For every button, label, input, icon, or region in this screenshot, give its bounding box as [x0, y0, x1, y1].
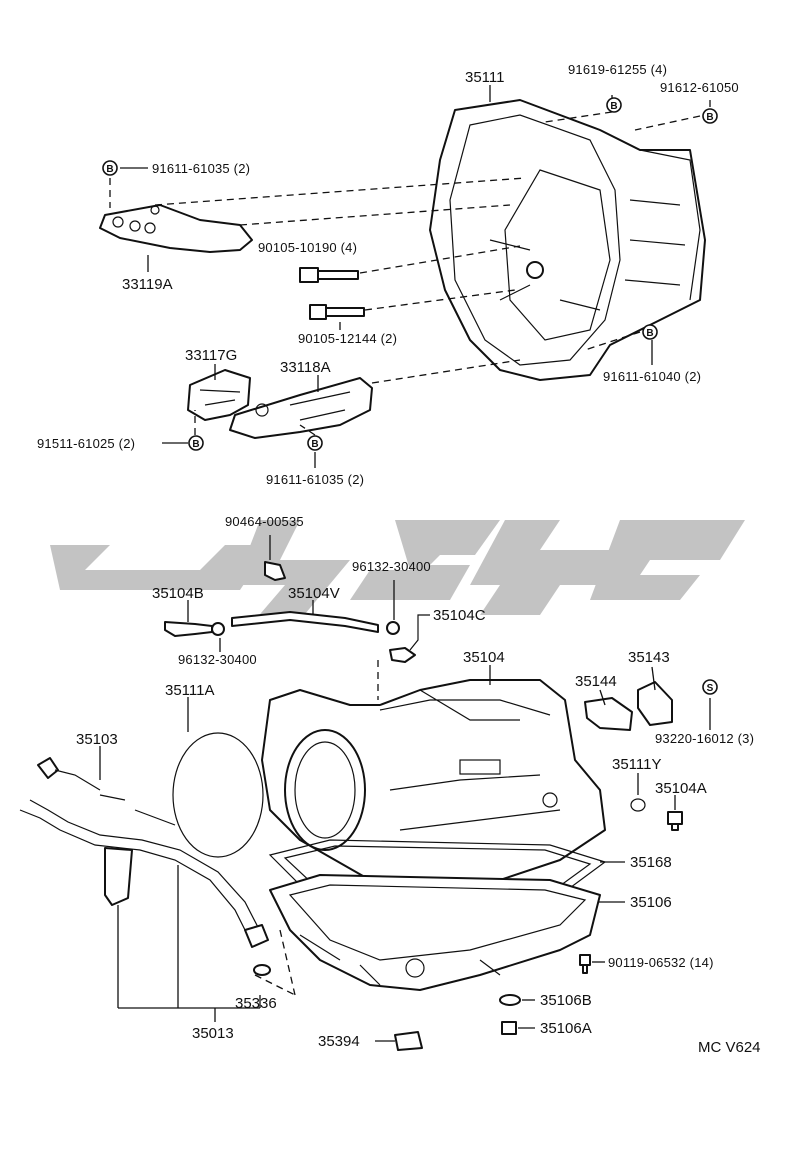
- bracket-35143: [637, 681, 673, 726]
- label-33119A: 33119A: [122, 276, 173, 293]
- magnet-35106B: [499, 994, 521, 1006]
- gasket-35111A: [172, 732, 264, 858]
- label-35104C: 35104C: [433, 607, 486, 624]
- svg-text:B: B: [646, 328, 653, 339]
- label-35104V: 35104V: [288, 585, 340, 602]
- filler-tube-35013: [19, 799, 271, 976]
- dipstick-35103: [37, 757, 176, 826]
- label-35104A: 35104A: [655, 780, 707, 797]
- label-90105-12144: 90105-12144 (2): [298, 331, 397, 346]
- oring-35111Y: [630, 798, 646, 812]
- label-91611-61035-c: 91611-61035 (2): [266, 472, 364, 487]
- label-93220-16012: 93220-16012 (3): [655, 731, 754, 746]
- bracket-33118A: [229, 377, 373, 439]
- label-91611-61040: 91611-61040 (2): [603, 369, 701, 384]
- label-91619-61255: 91619-61255 (4): [568, 62, 667, 77]
- svg-text:B: B: [192, 439, 199, 450]
- part-labels: 35111 91619-61255 (4) 91612-61050 91611-…: [37, 62, 761, 1056]
- label-90464-00535: 90464-00535: [225, 514, 304, 529]
- label-35394: 35394: [318, 1033, 360, 1050]
- label-91511-61025: 91511-61025 (2): [37, 436, 135, 451]
- svg-text:B: B: [610, 101, 617, 112]
- label-35104: 35104: [463, 649, 505, 666]
- label-35336: 35336: [235, 995, 277, 1012]
- figure-code: MC V624: [698, 1039, 761, 1056]
- label-35103: 35103: [76, 731, 118, 748]
- label-33117G: 33117G: [185, 347, 237, 364]
- svg-text:B: B: [706, 112, 713, 123]
- label-35111Y: 35111Y: [612, 756, 662, 773]
- oil-pan-35106: [269, 874, 601, 991]
- badge-b-4: B: [642, 324, 658, 340]
- label-96132-30400-b: 96132-30400: [178, 652, 257, 667]
- label-35104B: 35104B: [152, 585, 204, 602]
- bracket-35144: [584, 697, 633, 731]
- pad-35394: [394, 1031, 423, 1051]
- plug-35106A: [501, 1021, 517, 1035]
- badge-b-5: B: [188, 435, 204, 451]
- svg-text:B: B: [311, 439, 318, 450]
- badge-s-1: S: [702, 679, 718, 695]
- badge-b-6: B: [307, 435, 323, 451]
- leader-lines: [99, 85, 711, 1042]
- bolts-90105: [299, 267, 365, 320]
- label-35013: 35013: [192, 1025, 234, 1042]
- hose-35104V: [164, 561, 430, 663]
- label-91612-61050: 91612-61050: [660, 80, 739, 95]
- label-91611-61035-a: 91611-61035 (2): [152, 161, 250, 176]
- badge-b-3: B: [102, 160, 118, 176]
- svg-text:B: B: [106, 164, 113, 175]
- label-90119-06532: 90119-06532 (14): [608, 955, 714, 970]
- label-35106: 35106: [630, 894, 672, 911]
- bell-housing-35111: [429, 99, 706, 381]
- label-90105-10190: 90105-10190 (4): [258, 240, 357, 255]
- watermark-logo: [50, 520, 745, 620]
- svg-text:S: S: [707, 683, 714, 694]
- bolt-90119: [579, 954, 591, 974]
- label-96132-30400-a: 96132-30400: [352, 559, 431, 574]
- bracket-33119A: [99, 204, 253, 253]
- label-35168: 35168: [630, 854, 672, 871]
- plug-35104A: [667, 811, 683, 831]
- label-35143: 35143: [628, 649, 670, 666]
- label-35111A: 35111A: [165, 682, 215, 699]
- transmission-35104: [261, 679, 606, 891]
- label-35106B: 35106B: [540, 992, 592, 1009]
- bracket-33117G: [187, 369, 251, 421]
- label-33118A: 33118A: [280, 359, 331, 376]
- label-35106A: 35106A: [540, 1020, 592, 1037]
- badge-b-1: B: [606, 97, 622, 113]
- badge-b-2: B: [702, 108, 718, 124]
- label-35144: 35144: [575, 673, 617, 690]
- label-35111: 35111: [465, 69, 505, 86]
